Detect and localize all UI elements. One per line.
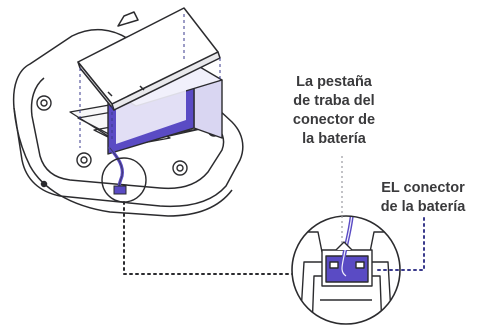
cover-clip xyxy=(117,11,139,27)
zoom-detail-circle xyxy=(291,215,401,325)
connector-label-line-1: EL conector xyxy=(381,180,465,196)
connector-label-line-2: de la batería xyxy=(380,199,466,215)
latch-tab-label-line-3: conector de xyxy=(292,112,376,128)
latch-tab-label-line-2: de traba del xyxy=(293,93,375,109)
connector-leader-line xyxy=(375,217,425,271)
side-port xyxy=(40,180,48,188)
device-inner-rim xyxy=(30,77,225,190)
zoom-leader-line xyxy=(123,201,301,275)
battery-cover xyxy=(77,7,221,111)
alignment-guides xyxy=(79,14,221,148)
latch-tab xyxy=(335,241,353,251)
latch-tab-label: La pestaña de traba del conector de la b… xyxy=(272,73,396,149)
screw-left xyxy=(36,95,52,111)
zoom-detail xyxy=(291,215,401,325)
device-connector xyxy=(113,185,127,195)
latch-tab-label-line-4: la batería xyxy=(302,131,366,147)
screw-bottom-right xyxy=(172,160,188,176)
latch-tab-label-line-1: La pestaña xyxy=(296,74,372,90)
connector-label: EL conector de la batería xyxy=(362,179,478,217)
device-skirt xyxy=(13,107,233,217)
screw-bottom-left xyxy=(76,152,92,168)
